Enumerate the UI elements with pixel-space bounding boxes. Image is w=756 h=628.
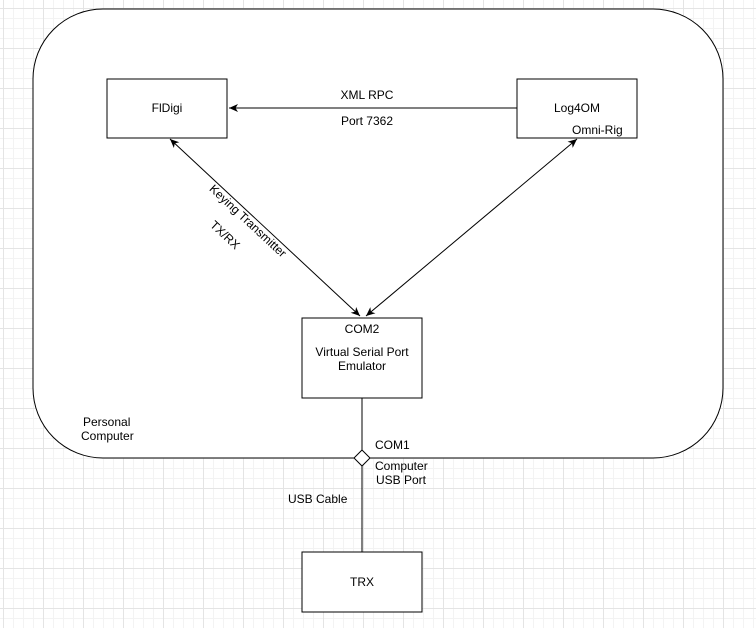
port-7362-label: Port 7362 (340, 114, 394, 128)
vspe-label-line1: Virtual Serial Port (315, 345, 409, 359)
personal-computer-label-line2: Computer (81, 429, 134, 443)
usb-cable-label: USB Cable (288, 492, 348, 506)
trx-node[interactable] (301, 551, 423, 613)
vspe-label-line2: Emulator (337, 359, 387, 373)
fldigi-node[interactable] (106, 78, 228, 139)
personal-computer-label-line1: Personal (83, 415, 131, 429)
keying-arrow[interactable] (169, 138, 361, 317)
computer-usb-label-line2: USB Port (376, 473, 427, 487)
log4om-label: Log4OM (553, 101, 601, 115)
trx-label: TRX (350, 575, 374, 589)
com1-label: COM1 (375, 438, 410, 452)
log4om-node[interactable] (516, 78, 638, 139)
com2-label: COM2 (344, 322, 380, 336)
xml-rpc-label: XML RPC (340, 88, 394, 102)
vspe-node[interactable] (301, 317, 423, 399)
computer-usb-label-line1: Computer (375, 459, 428, 473)
omni-rig-label: Omni-Rig (572, 123, 623, 137)
com1-port-diamond[interactable] (353, 449, 371, 467)
omni-rig-arrow[interactable] (365, 138, 578, 317)
fldigi-label: FlDigi (151, 101, 183, 115)
